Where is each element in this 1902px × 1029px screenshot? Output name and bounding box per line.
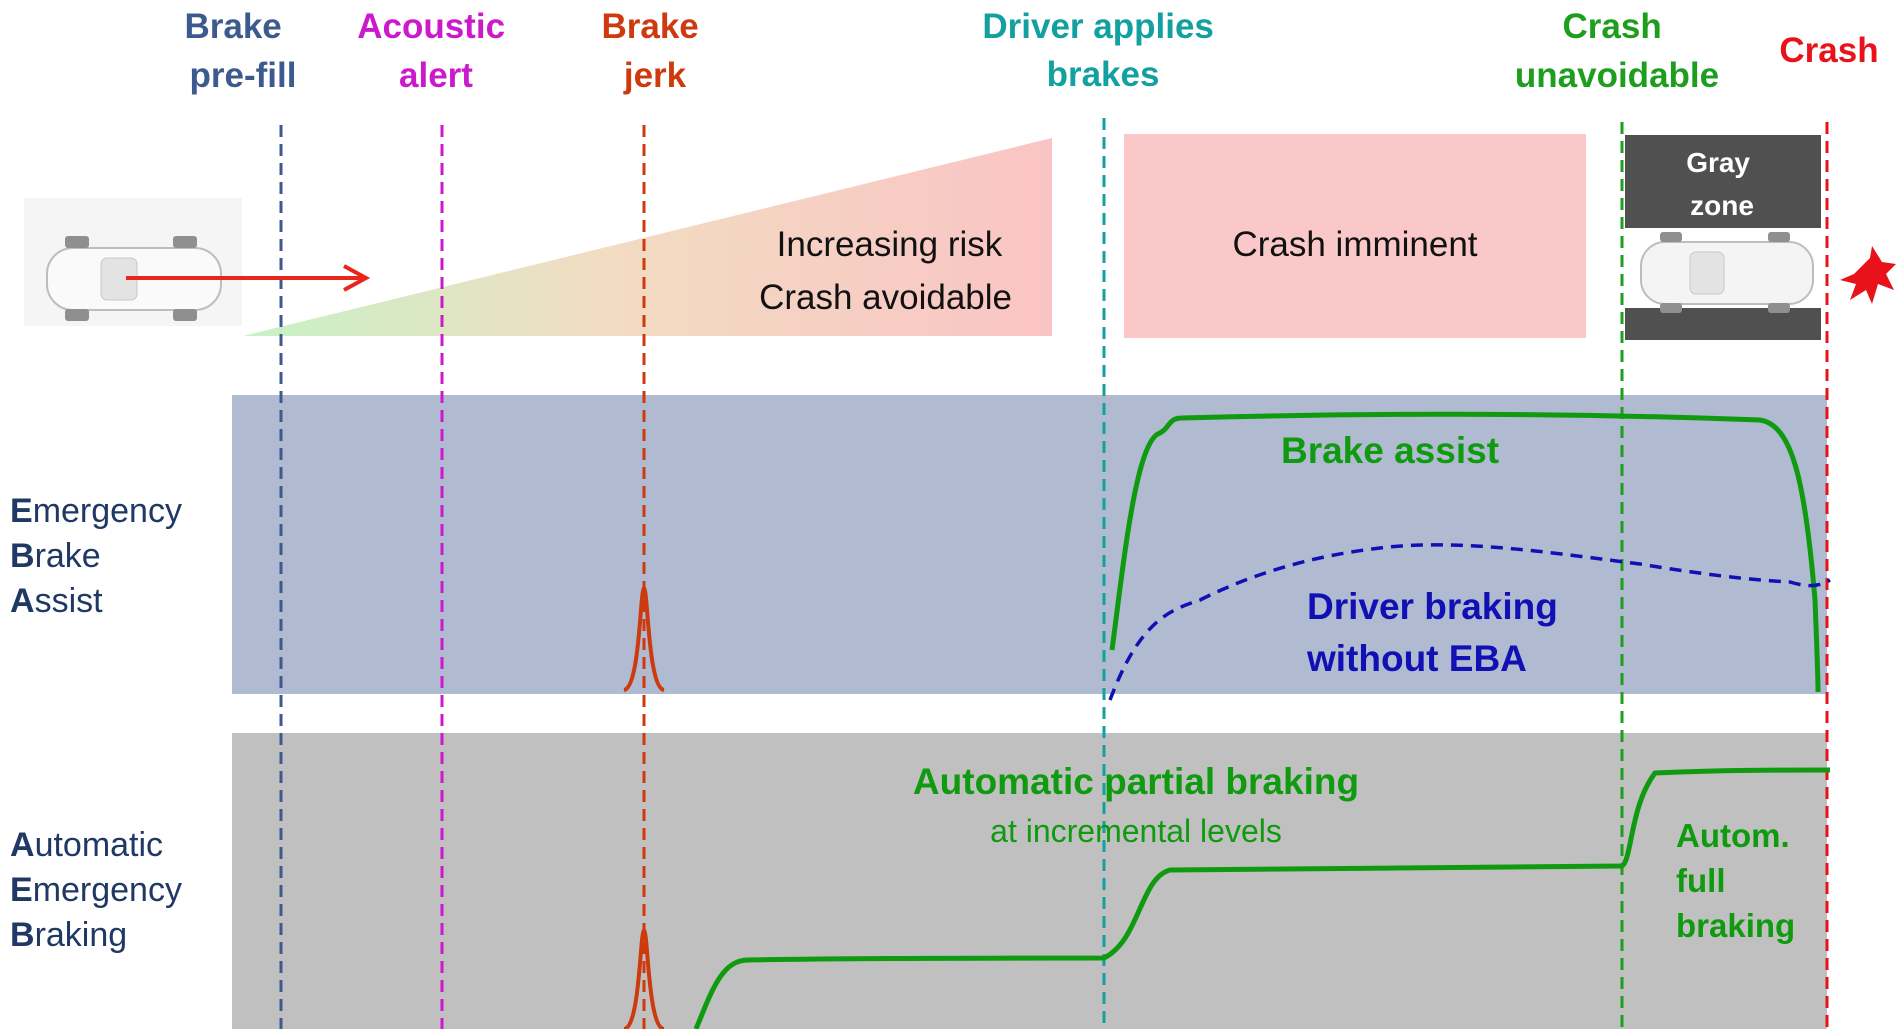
gray-zone-label: Gray zone (1686, 147, 1758, 221)
brake-prefill-label: Brake pre-fill (184, 7, 296, 95)
increasing-risk-wedge (243, 138, 1052, 336)
driver-braking-curve (1108, 543, 1831, 701)
brake-jerk-pulse-eba (622, 585, 666, 692)
crash-imminent-label: Crash imminent (1232, 225, 1477, 264)
brake-assist-curve (1109, 411, 1821, 693)
full-braking-label: Autom. full braking (1676, 817, 1799, 944)
crash-burst-icon (1840, 246, 1896, 304)
increasing-risk-label: Increasing risk Crash avoidable (759, 225, 1012, 317)
partial-braking-label: Automatic partial braking (913, 761, 1359, 802)
brake-assist-label: Brake assist (1281, 430, 1499, 471)
eba-band (232, 395, 1827, 694)
car-icon (24, 198, 242, 326)
driver-brakes-label: Driver applies brakes (982, 7, 1223, 94)
aeb-band (232, 733, 1827, 1029)
crash-imminent-box (1124, 134, 1586, 338)
crash-unavoidable-label: Crash unavoidable (1515, 7, 1719, 95)
brake-jerk-label: Brake jerk (601, 7, 708, 95)
motion-arrow-icon (126, 264, 371, 292)
crash-label: Crash (1779, 31, 1878, 70)
brake-jerk-pulse-aeb (622, 927, 666, 1029)
partial-braking-sublabel: at incremental levels (990, 813, 1282, 849)
crash-car-icon (1640, 232, 1814, 313)
partial-braking-curve (693, 767, 1831, 1029)
driver-braking-label: Driver braking without EBA (1306, 586, 1568, 679)
aeb-heading: Automatic Emergency Braking (10, 826, 191, 954)
acoustic-alert-label: Acoustic alert (357, 7, 515, 95)
eba-heading: Emergency Brake Assist (10, 492, 191, 620)
